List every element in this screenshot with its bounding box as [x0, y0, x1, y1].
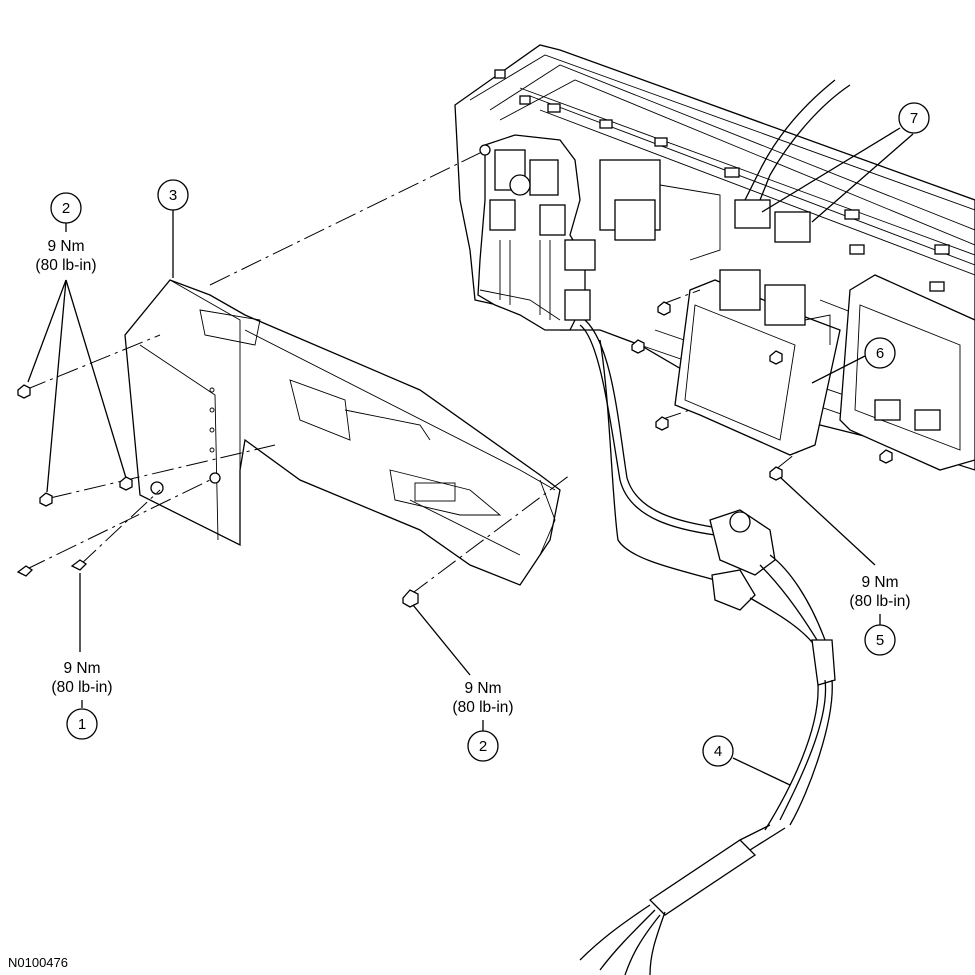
- torque-nm: 9 Nm: [861, 574, 898, 591]
- callout-2-lower-center: 9 Nm (80 lb-in) 2: [452, 680, 514, 762]
- torque-lbin: (80 lb-in): [35, 257, 96, 274]
- callout-3: 3: [157, 179, 189, 211]
- leader-lines: [27, 127, 914, 786]
- callout-4: 4: [702, 735, 734, 767]
- callout-number: 3: [169, 187, 177, 204]
- callout-number: 4: [714, 743, 722, 760]
- callout-number: 1: [78, 716, 86, 733]
- torque-nm: 9 Nm: [47, 238, 84, 255]
- callout-6: 6: [864, 337, 896, 369]
- callout-7: 7: [898, 102, 930, 134]
- callout-number: 7: [910, 110, 918, 127]
- torque-lbin: (80 lb-in): [51, 679, 112, 696]
- torque-nm: 9 Nm: [63, 660, 100, 677]
- wiring-harness: [579, 319, 836, 975]
- fasteners: [16, 144, 893, 608]
- torque-nm: 9 Nm: [464, 680, 501, 697]
- figure-id: N0100476: [8, 955, 68, 970]
- torque-lbin: (80 lb-in): [452, 699, 513, 716]
- connectors: [734, 79, 851, 243]
- callout-number: 2: [62, 200, 70, 217]
- callout-5: 9 Nm (80 lb-in) 5: [849, 574, 911, 656]
- callout-number: 2: [479, 738, 487, 755]
- callout-number: 6: [876, 345, 884, 362]
- bracket-panel: [124, 279, 561, 586]
- junction-box: [477, 134, 721, 331]
- module: [674, 269, 975, 471]
- callout-1: 9 Nm (80 lb-in) 1: [51, 660, 113, 740]
- torque-lbin: (80 lb-in): [849, 593, 910, 610]
- callout-2-upper-left: 2 9 Nm (80 lb-in): [35, 192, 97, 274]
- callout-number: 5: [876, 632, 884, 649]
